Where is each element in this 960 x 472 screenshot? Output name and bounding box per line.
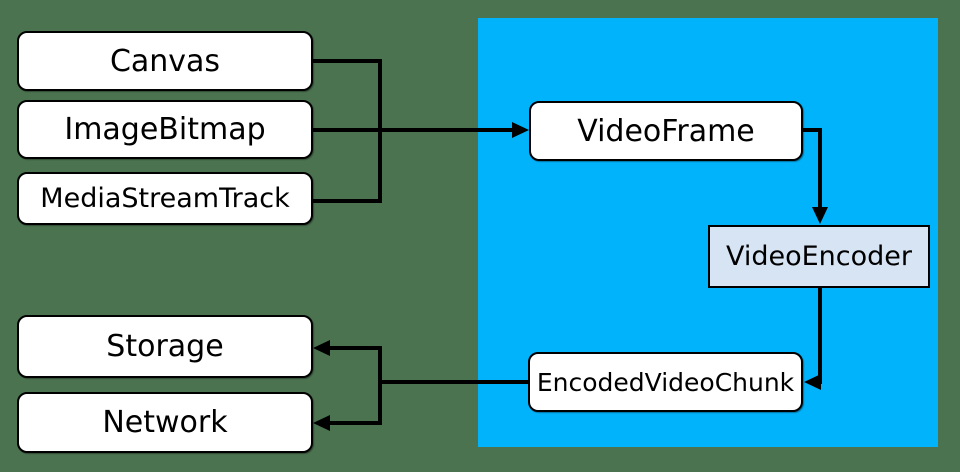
node-videoencoder: VideoEncoder	[708, 225, 930, 288]
connector-canvas-out	[313, 59, 380, 63]
node-videoframe: VideoFrame	[529, 101, 803, 161]
connector-videoframe-out	[803, 128, 822, 132]
connector-to-network	[330, 421, 382, 425]
node-storage: Storage	[17, 315, 313, 378]
connector-sources-junction	[378, 59, 382, 203]
node-encodedvideochunk: EncodedVideoChunk	[528, 352, 803, 412]
arrowhead-into-videoframe-icon	[512, 122, 529, 138]
node-imagebitmap: ImageBitmap	[17, 100, 313, 159]
arrowhead-into-encodedvideochunk-icon	[804, 374, 821, 390]
arrowhead-into-videoencoder-icon	[812, 207, 828, 224]
connector-imagebitmap-to-videoframe	[313, 128, 512, 132]
connector-to-storage	[330, 346, 382, 350]
node-mediastreamtrack: MediaStreamTrack	[17, 172, 313, 225]
connector-chunk-out	[382, 380, 528, 384]
arrowhead-into-storage-icon	[313, 340, 330, 356]
arrowhead-into-network-icon	[313, 415, 330, 431]
connector-videoframe-down	[818, 128, 822, 208]
connector-mediastreamtrack-out	[313, 199, 380, 203]
connector-sinks-junction	[378, 346, 382, 425]
node-network: Network	[17, 392, 313, 453]
connector-videoencoder-down	[818, 288, 822, 384]
node-canvas: Canvas	[17, 31, 313, 91]
